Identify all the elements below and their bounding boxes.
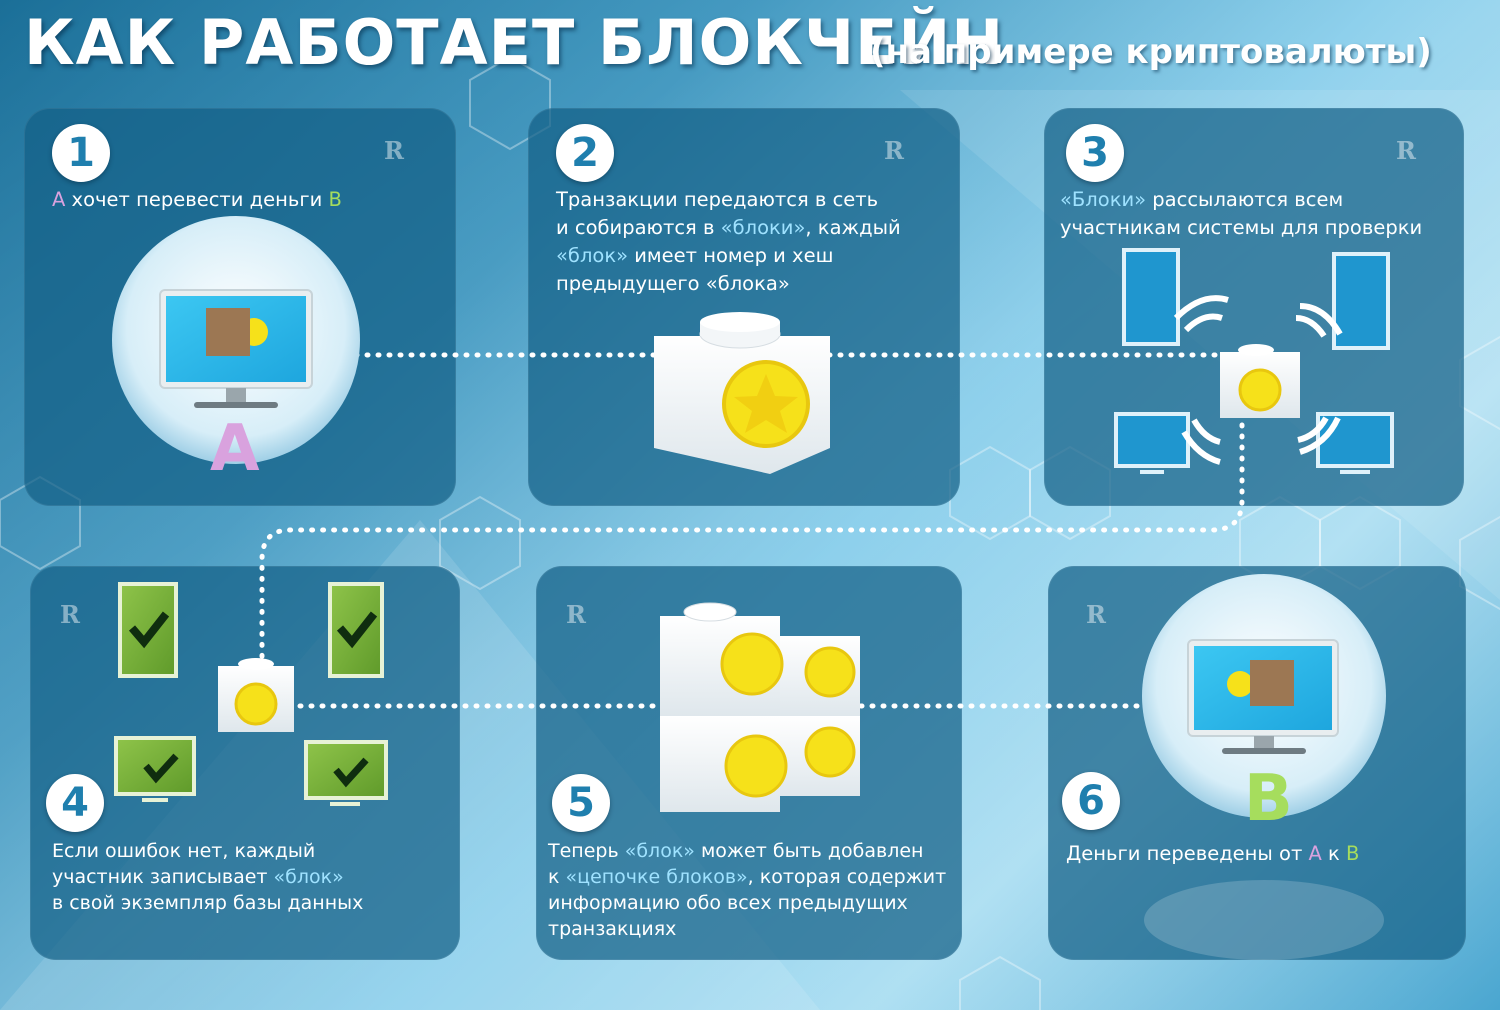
watermark-logo: R <box>60 600 80 629</box>
step-4-number: 4 <box>46 774 104 832</box>
step-3-number: 3 <box>1066 124 1124 182</box>
watermark-logo: R <box>884 136 904 165</box>
step-1-text: А хочет перевести деньги В <box>52 188 342 211</box>
step-3-text: «Блоки» рассылаются всем участникам сист… <box>1060 188 1423 239</box>
watermark-logo: R <box>1396 136 1416 165</box>
step-5-text: Теперь «блок» может быть добавлен к «цеп… <box>548 840 947 940</box>
step-6-text: Деньги переведены от А к В <box>1066 842 1360 865</box>
step-2-number: 2 <box>556 124 614 182</box>
watermark-logo: R <box>384 136 404 165</box>
title-bar: КАК РАБОТАЕТ БЛОКЧЕЙН (на примере крипто… <box>0 0 1500 92</box>
party-a-letter: А <box>210 412 260 486</box>
step-1-number: 1 <box>52 124 110 182</box>
watermark-logo: R <box>566 600 586 629</box>
watermark-logo: R <box>1086 600 1106 629</box>
page-subtitle: (на примере криптовалюты) <box>870 32 1432 72</box>
step-6-number: 6 <box>1062 772 1120 830</box>
step-4-text: Если ошибок нет, каждый участник записыв… <box>52 840 364 914</box>
party-b-letter: В <box>1244 762 1293 836</box>
step-5-number: 5 <box>552 774 610 832</box>
page-title: КАК РАБОТАЕТ БЛОКЧЕЙН <box>24 6 1005 79</box>
step-2-text: Транзакции передаются в сеть и собираютс… <box>556 188 901 295</box>
